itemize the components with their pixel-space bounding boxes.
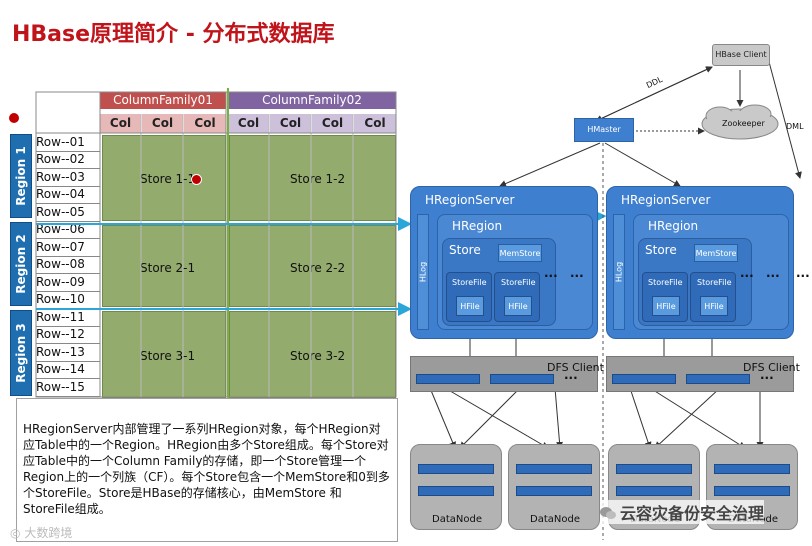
hbase-client-box: HBase Client: [712, 44, 770, 66]
hfile-box: HFile: [504, 296, 532, 316]
family-header-2: ColumnFamily02: [228, 92, 396, 109]
store-label: Store: [645, 243, 677, 257]
region-server-label: HRegionServer: [425, 193, 515, 207]
row-label: Row--03: [36, 169, 100, 188]
hlog-box: HLog: [417, 214, 429, 330]
store-block: [102, 311, 226, 398]
store-label: Store 2-2: [290, 261, 346, 275]
hfile-box: HFile: [700, 296, 728, 316]
data-block: [616, 486, 692, 496]
data-block: [714, 464, 790, 474]
row-label: Row--13: [36, 344, 100, 363]
row-label: Row--01: [36, 134, 100, 153]
datanode-label: DataNode: [432, 514, 482, 525]
family-header-1: ColumnFamily01: [100, 92, 226, 109]
storefile-label: StoreFile: [501, 278, 536, 287]
red-dot-marker: [9, 113, 19, 123]
watermark-right: 云容灾备份安全治理: [600, 500, 765, 524]
storefile-label: StoreFile: [452, 278, 487, 287]
data-block: [516, 486, 592, 496]
data-block: [418, 486, 494, 496]
data-block: [612, 374, 676, 384]
zookeeper-label: Zookeeper: [722, 119, 765, 128]
row-label: Row--06: [36, 221, 100, 240]
hregion-label: HRegion: [452, 219, 503, 233]
ellipsis: ...: [564, 368, 578, 382]
hmaster-box: HMaster: [574, 118, 634, 142]
row-label: Row--02: [36, 151, 100, 170]
hregion-label: HRegion: [648, 219, 699, 233]
hfile-box: HFile: [652, 296, 680, 316]
storefile-label: StoreFile: [648, 278, 683, 287]
data-block: [686, 374, 750, 384]
hlog-label: HLog: [418, 261, 428, 283]
store-block: [102, 225, 226, 307]
description-text: HRegionServer内部管理了一系列HRegion对象，每个HRegion…: [16, 398, 398, 542]
store-label: Store 3-1: [140, 349, 196, 363]
data-block: [418, 464, 494, 474]
region-3-bar: Region 3: [10, 310, 32, 396]
ellipsis: ...: [544, 266, 558, 280]
data-block: [490, 374, 554, 384]
row-label: Row--08: [36, 256, 100, 275]
row-label: Row--04: [36, 186, 100, 205]
store-label: Store 1-2: [290, 172, 346, 186]
dml-label: DML: [786, 122, 804, 131]
row-label: Row--09: [36, 274, 100, 293]
watermark-left-text: 大数跨境: [24, 526, 73, 540]
hlog-box: HLog: [613, 214, 625, 330]
row-label: Row--11: [36, 309, 100, 328]
page-title: HBase原理简介 - 分布式数据库: [12, 22, 335, 47]
ellipsis: ...: [796, 266, 810, 280]
data-block: [416, 374, 480, 384]
row-label: Row--05: [36, 204, 100, 223]
region-1-bar: Region 1: [10, 134, 32, 218]
dfs-client-label: DFS Client: [547, 361, 604, 374]
row-label: Row--12: [36, 326, 100, 345]
ellipsis: ...: [760, 368, 774, 382]
watermark-right-text: 云容灾备份安全治理: [620, 504, 765, 523]
hlog-label: HLog: [614, 261, 624, 283]
store-label: Store 3-2: [290, 349, 346, 363]
wechat-icon: [600, 505, 616, 519]
store-label: Store: [449, 243, 481, 257]
watermark-left: ◎ 大数跨境: [10, 524, 72, 541]
data-block: [516, 464, 592, 474]
hfile-box: HFile: [456, 296, 484, 316]
memstore-box: MemStore: [498, 244, 542, 262]
memstore-box: MemStore: [694, 244, 738, 262]
row-label: Row--14: [36, 361, 100, 380]
data-block: [616, 464, 692, 474]
ellipsis: ...: [766, 266, 780, 280]
ellipsis: ...: [740, 266, 754, 280]
camera-icon: ◎: [10, 526, 21, 540]
region-2-bar: Region 2: [10, 222, 32, 306]
row-label: Row--07: [36, 239, 100, 258]
red-dot-marker: [191, 174, 202, 185]
datanode-label: DataNode: [530, 514, 580, 525]
storefile-label: StoreFile: [697, 278, 732, 287]
ellipsis: ...: [570, 266, 584, 280]
dfs-client-label: DFS Client: [743, 361, 800, 374]
region-server-label: HRegionServer: [621, 193, 711, 207]
storefile-box: [446, 272, 492, 322]
store-label: Store 1-1: [140, 172, 196, 186]
data-block: [714, 486, 790, 496]
store-label: Store 2-1: [140, 261, 196, 275]
